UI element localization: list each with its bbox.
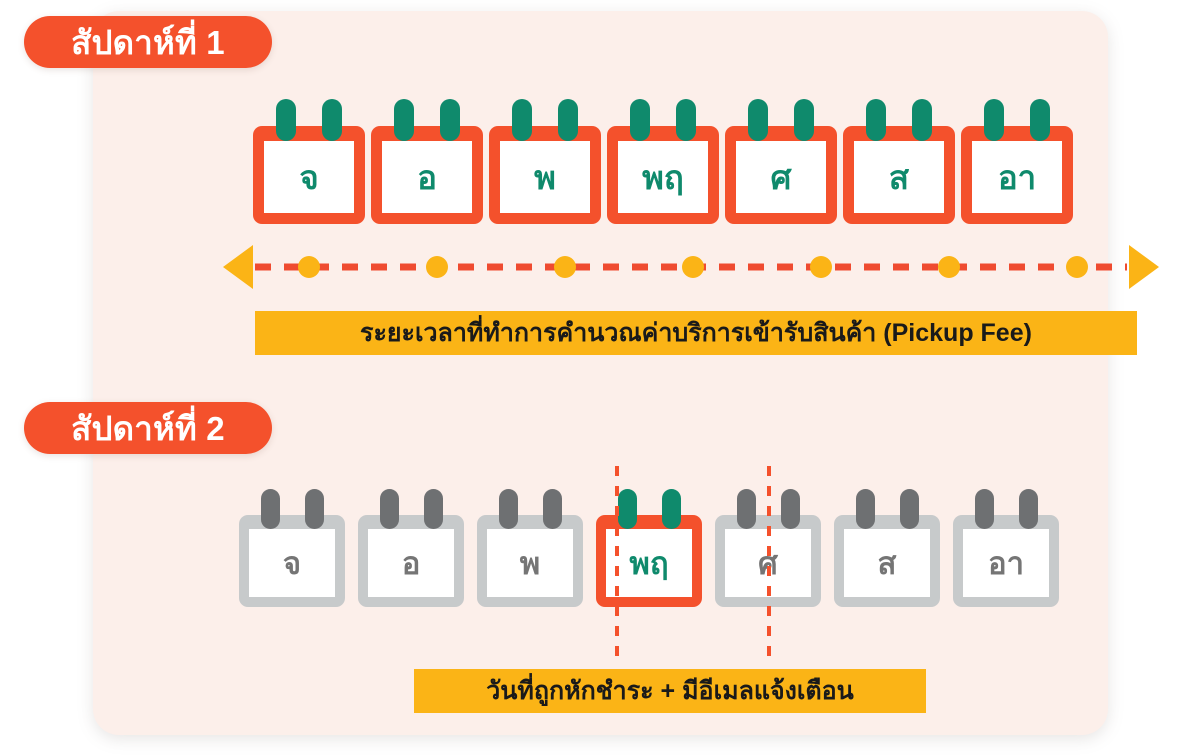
calendar-day-label: พฤ xyxy=(629,545,669,581)
calendar-sheet: จ xyxy=(264,141,354,213)
timeline-dot xyxy=(682,256,704,278)
week1-calendar-row: จ อ พ xyxy=(253,99,1073,224)
calendar-sheet: อ xyxy=(368,529,454,597)
calendar-sheet: พ xyxy=(500,141,590,213)
calendar-sheet: พฤ xyxy=(606,529,692,597)
calendar-frame: ส xyxy=(834,515,940,607)
calendar-day-mon-week1: จ xyxy=(253,99,365,224)
calendar-day-sat-week2: ส xyxy=(834,489,940,607)
calendar-frame: พฤ xyxy=(607,126,719,224)
left-triangle-arrow-icon xyxy=(223,245,253,289)
calendar-day-sat-week1: ส xyxy=(843,99,955,224)
pickup-fee-timeline-arrow xyxy=(221,243,1161,291)
calendar-frame: พ xyxy=(489,126,601,224)
calendar-day-sun-week2: อา xyxy=(953,489,1059,607)
calendar-sheet: จ xyxy=(249,529,335,597)
calendar-frame: อ xyxy=(358,515,464,607)
timeline-dot xyxy=(426,256,448,278)
calendar-day-tue-week2: อ xyxy=(358,489,464,607)
timeline-dot xyxy=(554,256,576,278)
calendar-day-label: อ xyxy=(401,545,421,581)
calendar-frame: อา xyxy=(953,515,1059,607)
calendar-sheet: พ xyxy=(487,529,573,597)
calendar-sheet: ส xyxy=(844,529,930,597)
timeline-dot xyxy=(1066,256,1088,278)
calendar-frame: อา xyxy=(961,126,1073,224)
calendar-day-wed-week2: พ xyxy=(477,489,583,607)
calendar-sheet: อา xyxy=(963,529,1049,597)
calendar-day-mon-week2: จ xyxy=(239,489,345,607)
calendar-frame: พ xyxy=(477,515,583,607)
timeline-dot xyxy=(810,256,832,278)
calendar-day-wed-week1: พ xyxy=(489,99,601,224)
week2-calendar-row: จ อ พ xyxy=(239,489,1059,607)
calendar-frame: พฤ xyxy=(596,515,702,607)
calendar-frame: จ xyxy=(239,515,345,607)
week2-label-pill: สัปดาห์ที่ 2 xyxy=(24,402,272,454)
calendar-day-label: ส xyxy=(888,158,910,196)
calendar-day-label: พ xyxy=(534,158,556,196)
calendar-frame: จ xyxy=(253,126,365,224)
calendar-day-label: ศ xyxy=(770,158,792,196)
calendar-day-label: ส xyxy=(877,545,897,581)
calendar-day-label: พฤ xyxy=(642,158,684,196)
calendar-day-sun-week1: อา xyxy=(961,99,1073,224)
timeline-dot xyxy=(298,256,320,278)
calendar-day-thu-week1: พฤ xyxy=(607,99,719,224)
calendar-day-label: อา xyxy=(987,545,1025,581)
calendar-day-label: อ xyxy=(417,158,437,196)
highlight-marker-right-dashed xyxy=(767,466,771,656)
calendar-sheet: ส xyxy=(854,141,944,213)
calendar-sheet: ศ xyxy=(736,141,826,213)
calendar-sheet: อา xyxy=(972,141,1062,213)
calendar-day-label: จ xyxy=(299,158,319,196)
infographic-card: จ อ พ xyxy=(93,11,1159,735)
highlight-marker-left-dashed xyxy=(615,466,619,656)
calendar-day-tue-week1: อ xyxy=(371,99,483,224)
calendar-day-fri-week1: ศ xyxy=(725,99,837,224)
payment-deduction-banner: วันที่ถูกหักชำระ + มีอีเมลแจ้งเตือน xyxy=(414,669,926,713)
right-triangle-arrow-icon xyxy=(1129,245,1159,289)
calendar-frame: ส xyxy=(843,126,955,224)
calendar-day-label: พ xyxy=(519,545,541,581)
week1-label-pill: สัปดาห์ที่ 1 xyxy=(24,16,272,68)
calendar-sheet: อ xyxy=(382,141,472,213)
calendar-day-thu-week2-highlighted: พฤ xyxy=(596,489,702,607)
calendar-frame: ศ xyxy=(725,126,837,224)
pickup-fee-period-banner: ระยะเวลาที่ทำการคำนวณค่าบริการเข้ารับสิน… xyxy=(255,311,1137,355)
calendar-day-label: จ xyxy=(282,545,302,581)
calendar-sheet: พฤ xyxy=(618,141,708,213)
calendar-frame: อ xyxy=(371,126,483,224)
timeline-dot xyxy=(938,256,960,278)
calendar-day-label: อา xyxy=(997,158,1037,196)
